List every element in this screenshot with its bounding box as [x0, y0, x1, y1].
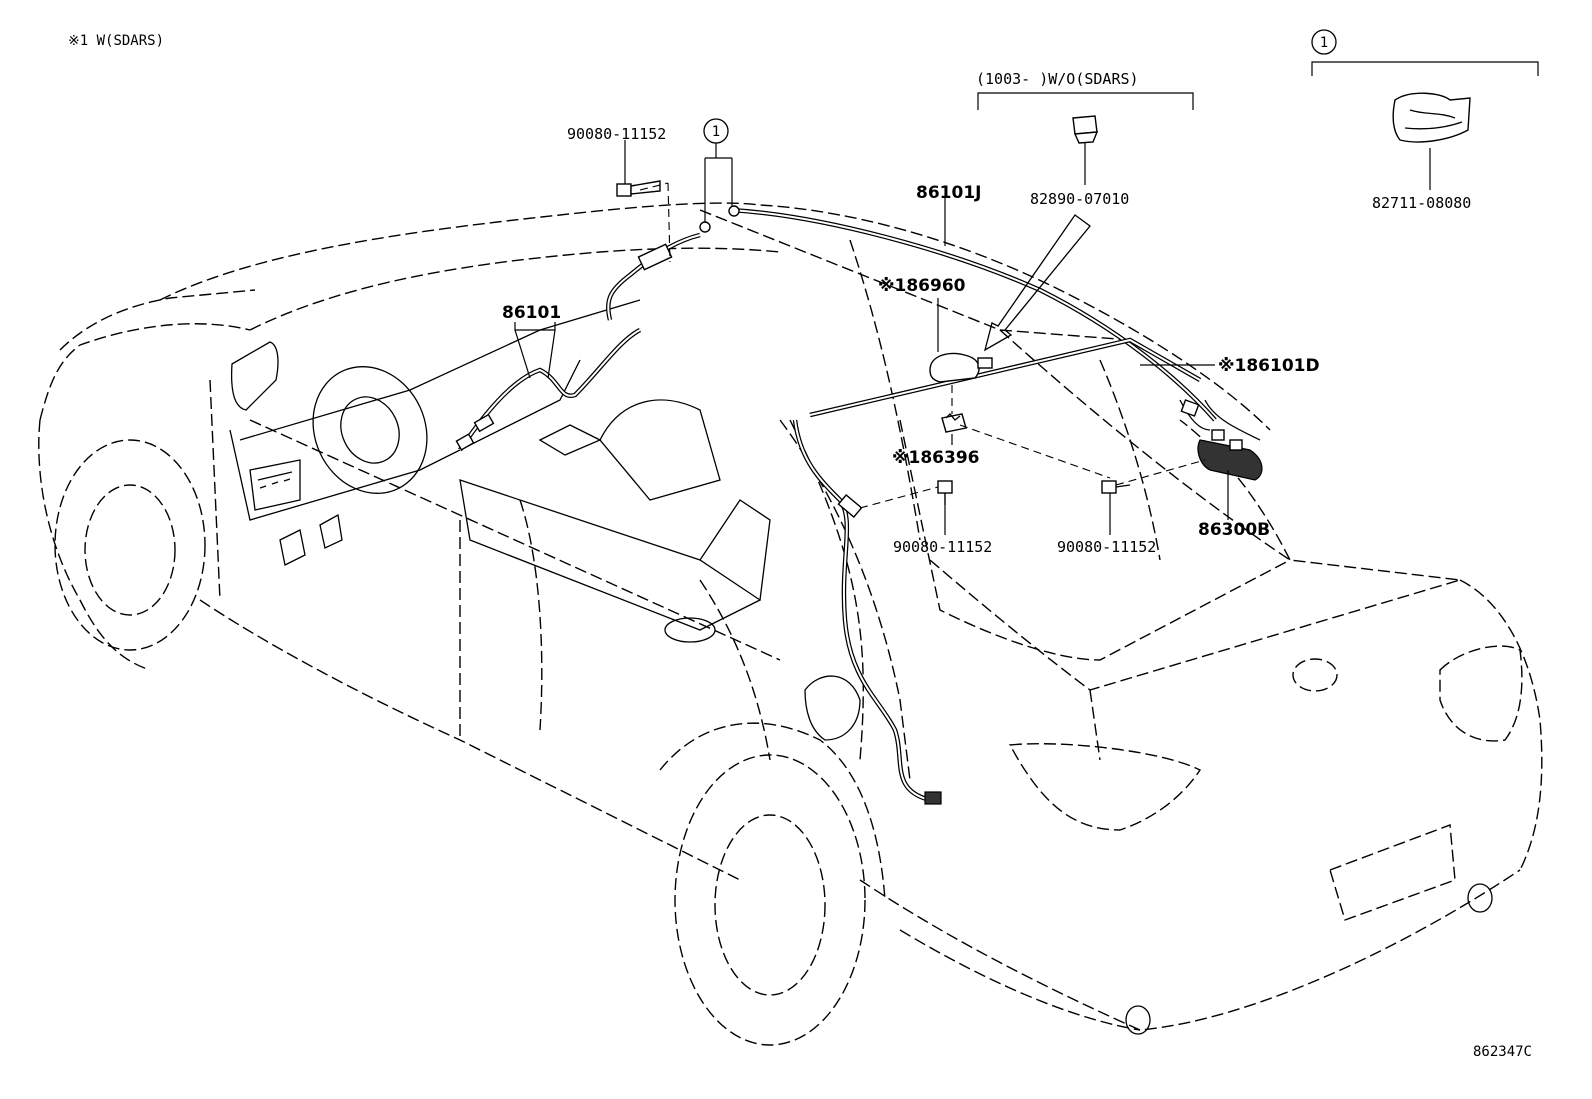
label-86960: ※186960 — [878, 276, 966, 296]
group-label-wo-sdars: (1003- )W/O(SDARS) — [976, 70, 1139, 88]
label-86101j: 86101J — [916, 183, 981, 203]
label-86396: ※186396 — [892, 448, 980, 468]
callout-circle-roof: 1 — [703, 118, 729, 144]
car-interior — [229, 299, 771, 643]
harness-86101j-cable — [729, 207, 1217, 422]
label-86101: 86101 — [502, 303, 561, 323]
bolt-right-icon — [1101, 480, 1131, 494]
harness-86101-cable — [455, 205, 740, 452]
label-bolt-top: 90080-11152 — [567, 125, 666, 143]
callout-circle-top-right: 1 — [1311, 29, 1337, 55]
clip-82711-icon — [1392, 92, 1471, 143]
car-body-outline — [38, 202, 1543, 1046]
cover-82890-icon — [1072, 115, 1099, 144]
label-86101d: ※186101D — [1218, 356, 1320, 376]
bolt-mid-icon — [937, 480, 953, 505]
label-bolt-mid: 90080-11152 — [893, 538, 992, 556]
leader-lines — [514, 61, 1539, 535]
label-86300b: 86300B — [1198, 520, 1270, 540]
svg-text:1: 1 — [1320, 35, 1328, 51]
antenna-86960 — [929, 352, 993, 383]
label-bolt-right: 90080-11152 — [1057, 538, 1156, 556]
label-82890: 82890-07010 — [1030, 190, 1129, 208]
bolt-top-icon — [616, 180, 661, 197]
svg-text:1: 1 — [712, 124, 720, 140]
pad-86396 — [941, 413, 967, 433]
drawing-number: 862347C — [1473, 1044, 1532, 1060]
note-w-sdars: ※1 W(SDARS) — [68, 33, 164, 49]
pillar-cable — [792, 419, 942, 805]
amplifier-86300b — [1179, 399, 1263, 481]
label-82711: 82711-08080 — [1372, 194, 1471, 212]
